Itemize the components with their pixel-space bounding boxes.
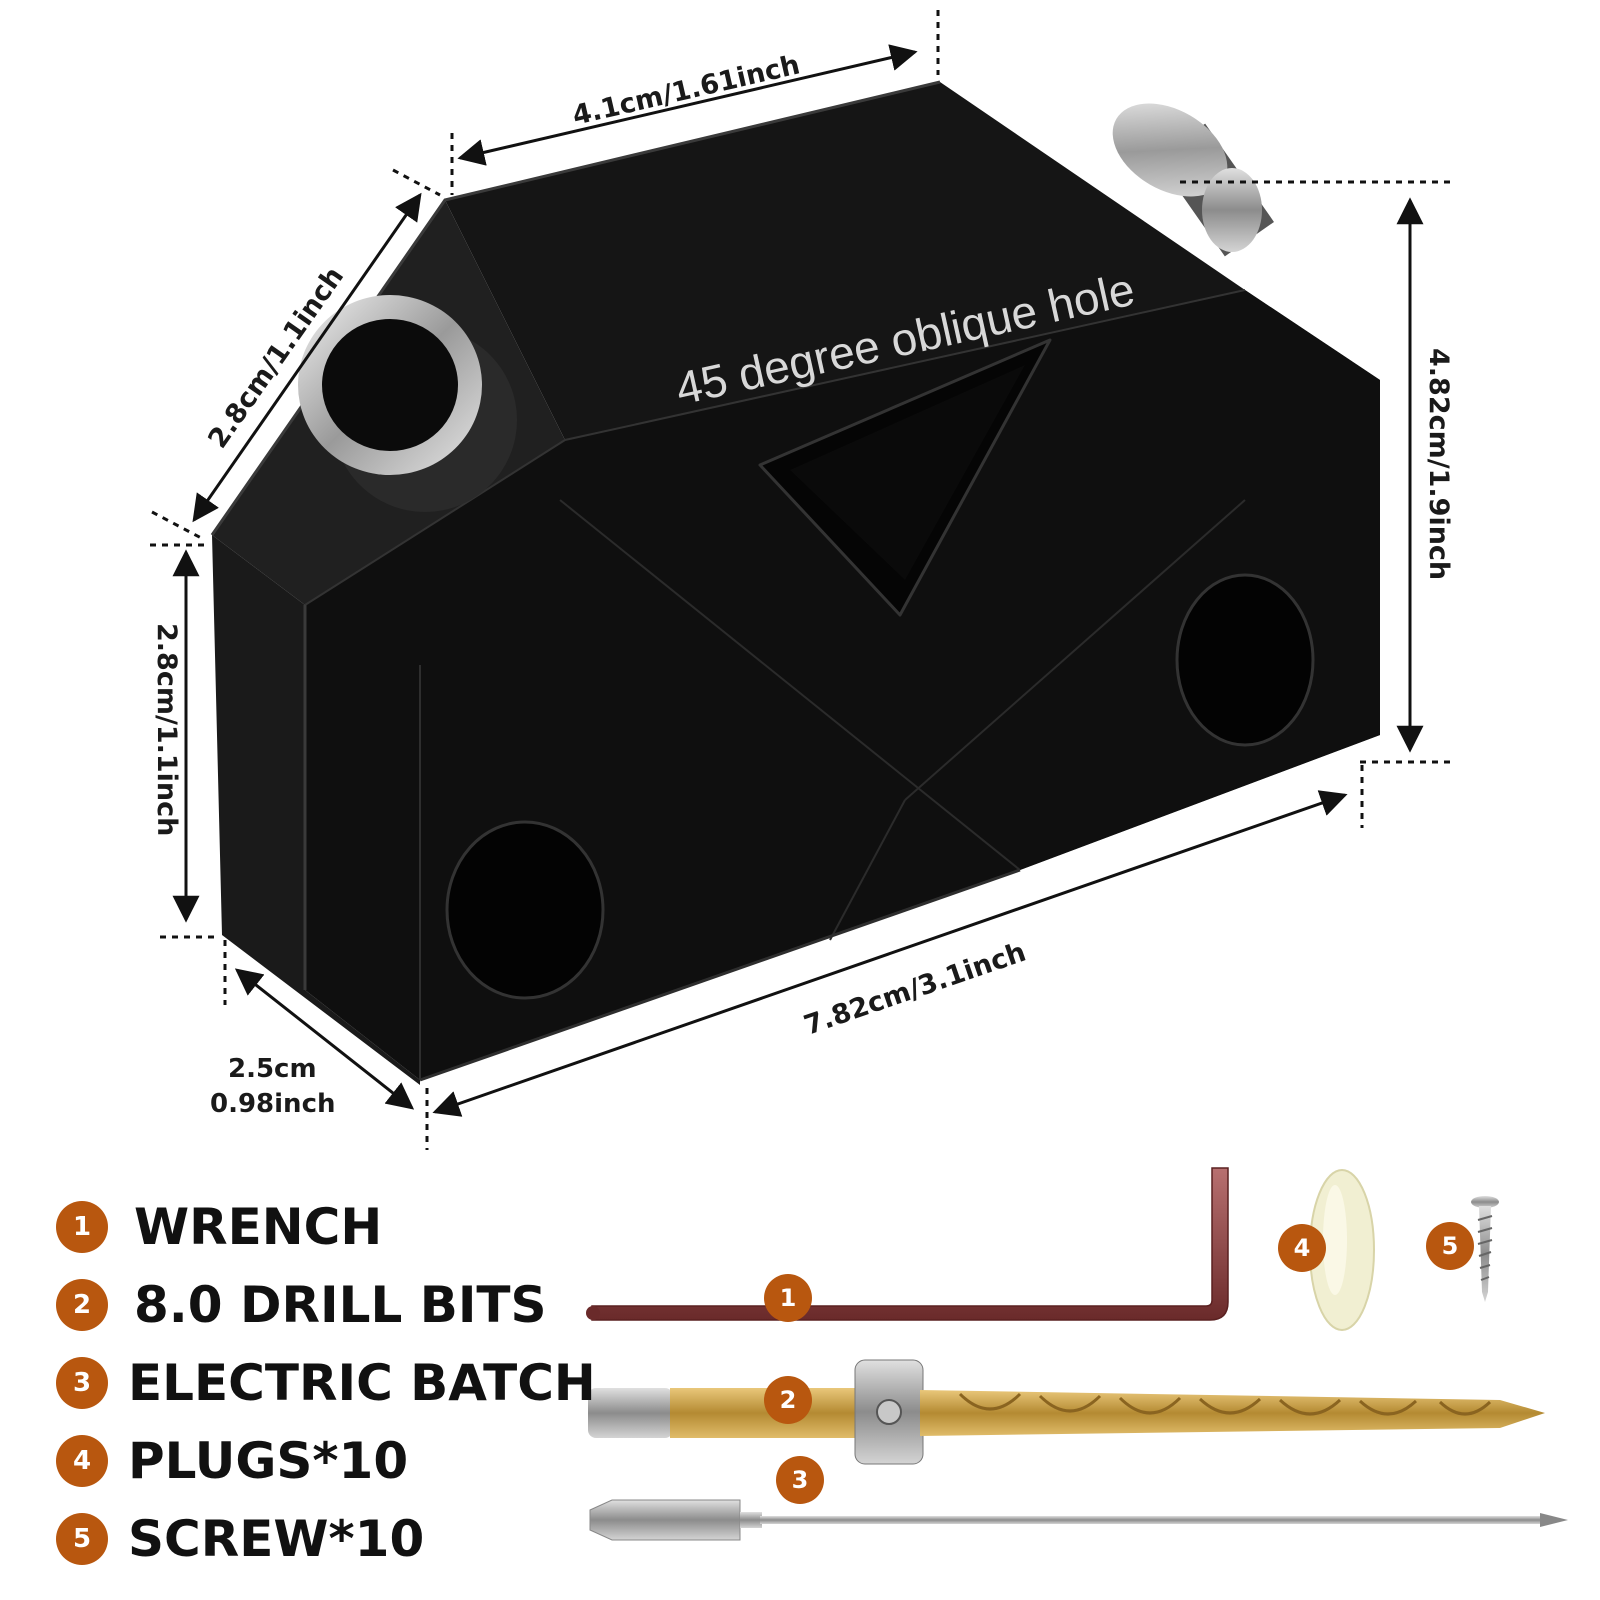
pocket-hole-jig-block: 45 degree oblique hole [210, 80, 1380, 1085]
dimension-lines [150, 10, 1455, 1150]
accessory-label: SCREW*10 [128, 1510, 425, 1568]
dim-bottom-depth-inch: 0.98inch [210, 1089, 336, 1119]
plug-callout-badge: 4 [1278, 1224, 1326, 1272]
number-badge: 1 [56, 1201, 108, 1253]
right-steel-bushing [1112, 103, 1274, 257]
number-badge: 3 [56, 1357, 108, 1409]
accessory-label: PLUGS*10 [128, 1432, 409, 1490]
wrench-callout-badge: 1 [764, 1274, 812, 1322]
accessory-label: ELECTRIC BATCH [128, 1354, 596, 1412]
accessory-label: 8.0 DRILL BITS [134, 1276, 547, 1334]
dim-top-length: 4.1cm/1.61inch [570, 49, 803, 131]
dim-bottom-length: 7.82cm/3.1inch [800, 937, 1030, 1042]
drill-bit-image [588, 1359, 1545, 1465]
screw-callout-badge: 5 [1426, 1222, 1474, 1270]
number-badge: 2 [56, 1279, 108, 1331]
driver-bit-image [589, 1499, 1568, 1541]
screw-image [1471, 1196, 1499, 1302]
plug-image [1309, 1169, 1375, 1331]
number-badge: 4 [56, 1435, 108, 1487]
accessory-list: 1 WRENCH 2 8.0 DRILL BITS 3 ELECTRIC BAT… [56, 1188, 616, 1578]
dim-left-height: 2.8cm/1.1inch [151, 623, 182, 836]
dim-right-height: 4.82cm/1.9inch [1423, 348, 1454, 580]
dim-bottom-depth-cm: 2.5cm [228, 1054, 317, 1084]
list-item: 2 8.0 DRILL BITS [56, 1266, 616, 1344]
driver-bit-callout-badge: 3 [776, 1456, 824, 1504]
list-item: 1 WRENCH [56, 1188, 616, 1266]
wrench-image [586, 1167, 1229, 1321]
accessory-label: WRENCH [134, 1198, 383, 1256]
list-item: 5 SCREW*10 [56, 1500, 616, 1578]
list-item: 3 ELECTRIC BATCH [56, 1344, 616, 1422]
list-item: 4 PLUGS*10 [56, 1422, 616, 1500]
drill-bit-callout-badge: 2 [764, 1376, 812, 1424]
number-badge: 5 [56, 1513, 108, 1565]
